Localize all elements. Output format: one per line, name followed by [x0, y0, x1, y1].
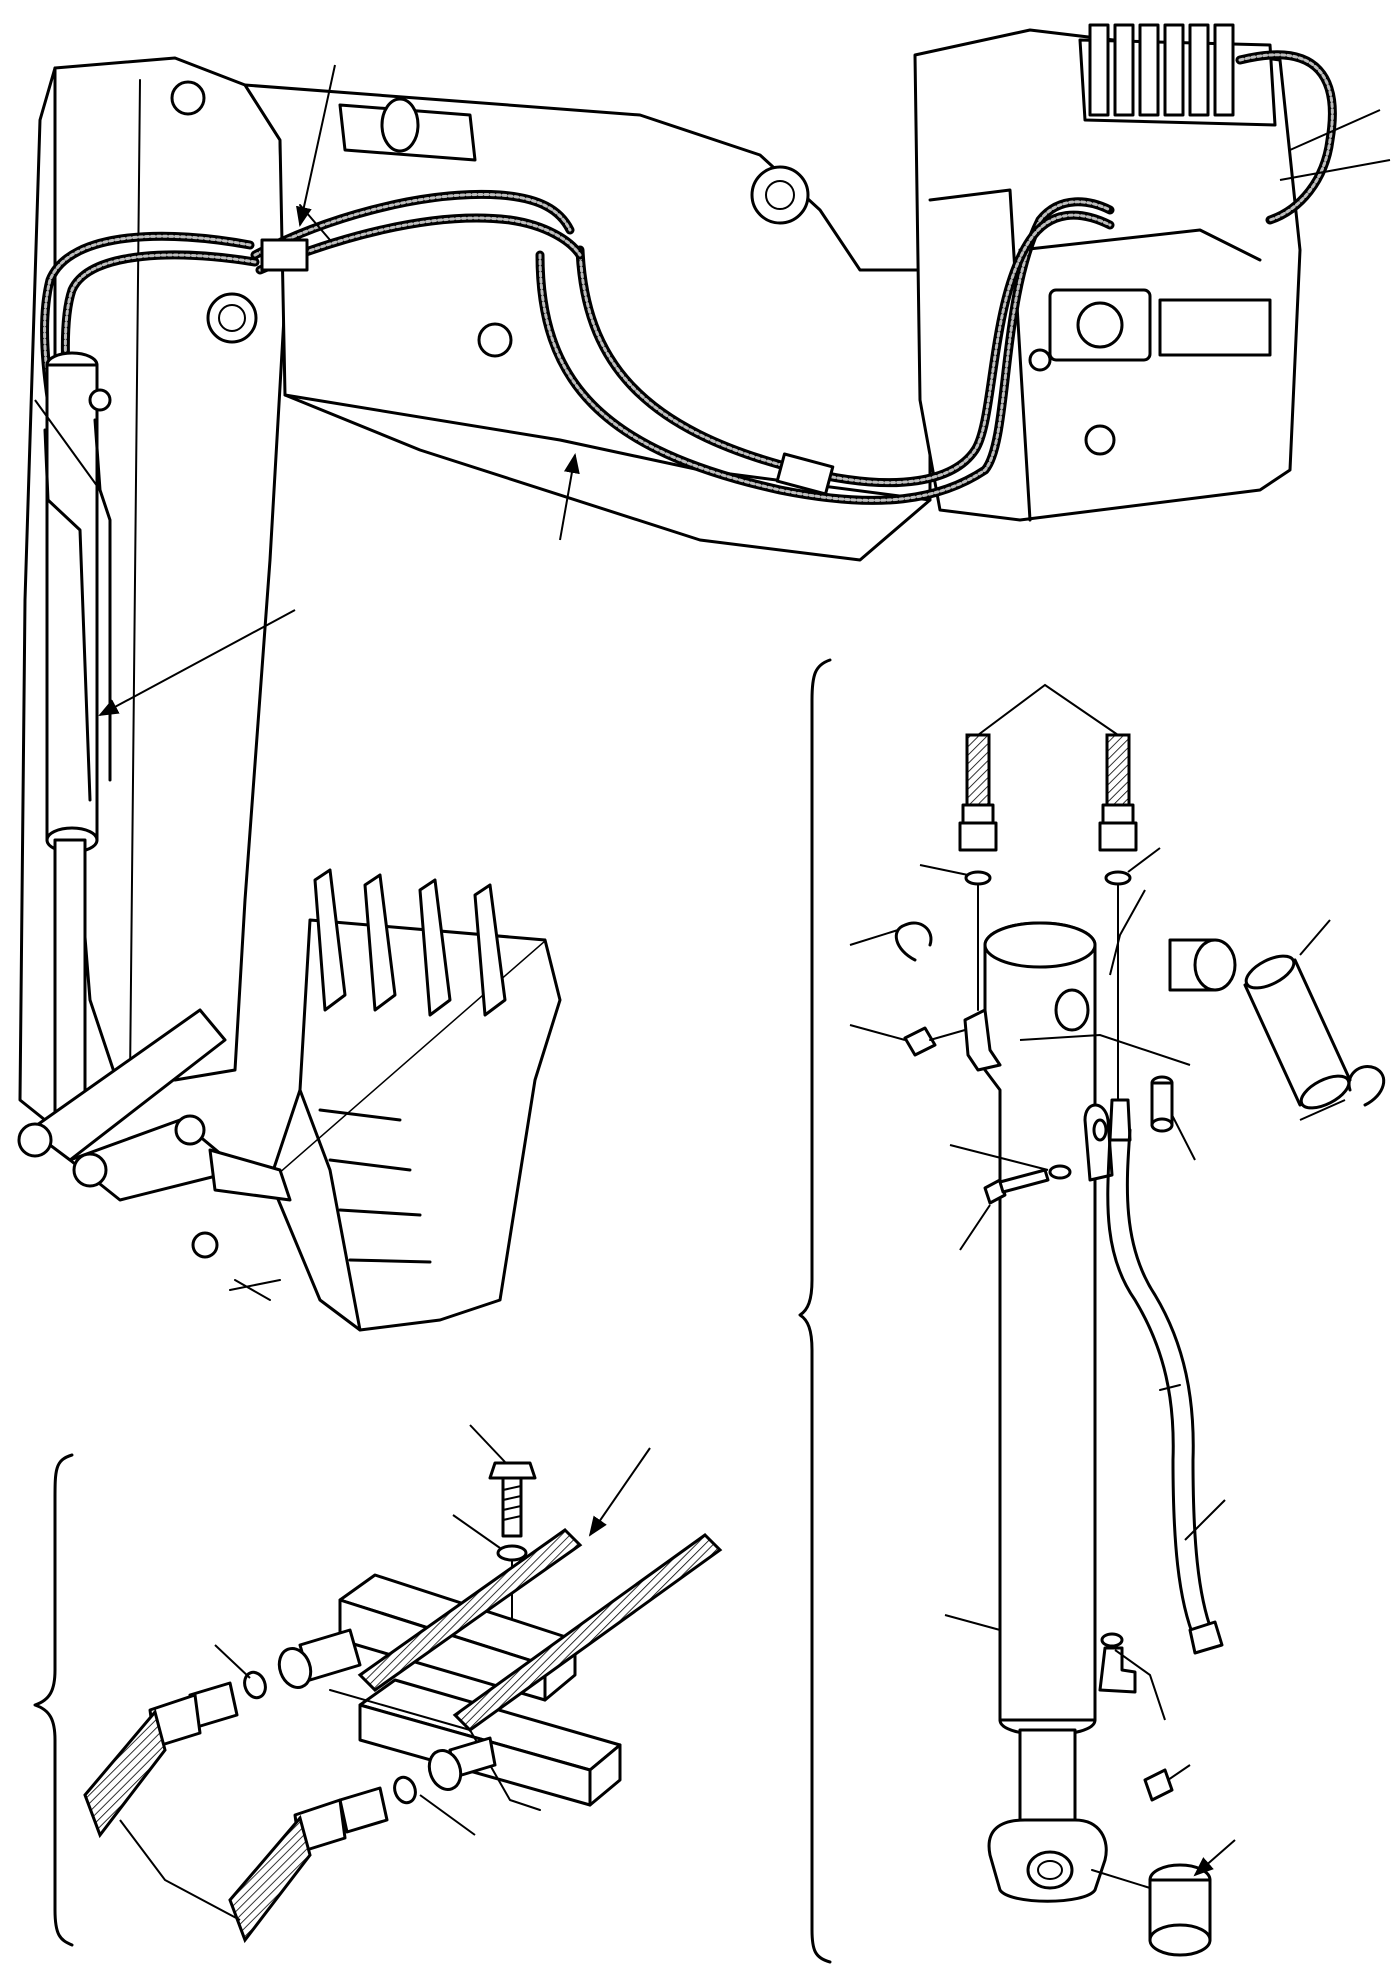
hose-end-left	[958, 733, 998, 886]
leader-circlip-right	[1299, 1099, 1346, 1121]
hose-tube-upper	[357, 1528, 583, 1692]
leader-washer-right	[1127, 847, 1161, 873]
leader-bolt	[469, 1424, 506, 1463]
leader-washer-left	[919, 864, 969, 876]
hydraulic-pipe-edge	[1125, 1128, 1214, 1634]
boom-hose-run	[535, 197, 1115, 505]
hose-end-right	[1098, 733, 1138, 886]
grease-nipple-bottom	[1143, 1768, 1174, 1802]
leader-line-cylinder	[34, 399, 101, 491]
o-ring-lower	[393, 1775, 417, 1805]
boom-assembly-view	[17, 23, 1391, 1332]
leader-pin	[1299, 919, 1331, 956]
cylinder-exploded-view	[798, 658, 1386, 1964]
bottom-bushing	[1148, 1863, 1212, 1957]
cylinder-brace	[798, 658, 832, 1964]
elbow-fitting-bottom	[1098, 1632, 1137, 1694]
leader-bracket-bolt	[959, 1204, 991, 1251]
pivot-pin	[1243, 954, 1352, 1110]
hydraulic-pipe	[1106, 1133, 1197, 1642]
leader-arrow-clamp-hose	[588, 1447, 651, 1537]
clamp-washer	[496, 1544, 528, 1562]
hose-tube-lower	[452, 1533, 723, 1732]
bucket-linkage	[17, 1008, 292, 1301]
bracket-bolt	[983, 1164, 1072, 1205]
pipe-nut	[1188, 1620, 1224, 1655]
upper-male-adapter	[83, 1681, 239, 1839]
valve-spools	[1088, 23, 1235, 117]
leader-o-ring-upper	[214, 1644, 251, 1679]
detail-brace	[33, 1453, 74, 1947]
lower-male-adapter	[228, 1786, 389, 1944]
circlip-left	[894, 921, 933, 962]
elbow-fitting-pipe	[1108, 1098, 1132, 1142]
leader-spacer	[1171, 1114, 1196, 1161]
hose-clamp-detail	[33, 1424, 723, 1947]
hose-clamp	[260, 238, 309, 272]
pin-bushing	[1168, 938, 1237, 992]
leader-pipe	[1184, 1499, 1226, 1541]
leader-elbow-fittings	[1019, 1033, 1191, 1066]
elbow-fitting-top	[963, 1008, 1002, 1072]
leader-bushing	[1109, 889, 1146, 976]
upper-hose-fitting	[277, 1628, 362, 1689]
bucket-teeth	[313, 868, 507, 1017]
leader-o-ring-lower	[419, 1794, 476, 1836]
spacer	[1150, 1075, 1174, 1133]
lower-hose-fitting	[427, 1736, 497, 1791]
o-ring-upper	[243, 1670, 267, 1700]
clamp-bolt	[488, 1461, 537, 1538]
leader-adapters	[119, 1819, 241, 1921]
leader-arrow-bottom-bushing	[1193, 1839, 1236, 1877]
bucket-cylinder	[43, 351, 112, 1132]
bucket	[268, 868, 562, 1332]
leader-arrow-clamp	[296, 64, 336, 227]
leader-elbow-bottom	[1114, 1649, 1166, 1721]
pipe-bracket	[1083, 1103, 1114, 1182]
circlip-right	[1347, 1065, 1386, 1107]
leader-bolt-washer	[949, 1144, 1049, 1171]
leader-grease-nipple-bottom	[1167, 1764, 1191, 1781]
leader-washer	[452, 1514, 501, 1549]
leader-arrow-cylinder-pipe	[98, 609, 296, 716]
leader-hose-ends	[977, 683, 1119, 736]
leader-grease-nipple-top	[849, 1024, 906, 1041]
leader-circlip-left	[849, 929, 899, 946]
leader-barrel	[944, 1614, 1001, 1631]
leader-arrow-boom-hose	[559, 453, 580, 541]
control-valve-block	[1078, 23, 1391, 225]
grease-nipple-top	[903, 1026, 966, 1057]
cylinder-barrel	[983, 921, 1108, 1903]
dipper-arm	[18, 56, 287, 1142]
